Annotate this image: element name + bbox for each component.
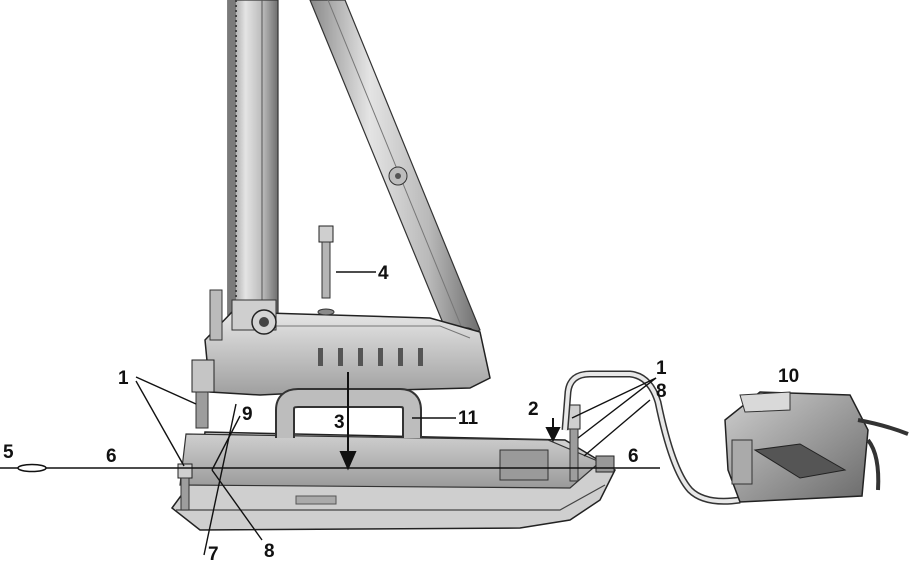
callout-1-right: 1 xyxy=(656,358,667,379)
callout-10: 10 xyxy=(778,366,799,387)
callout-4: 4 xyxy=(378,263,389,284)
callout-8-bottom: 8 xyxy=(264,541,275,562)
stand-foot xyxy=(191,289,491,429)
leader-lines xyxy=(135,271,657,556)
callout-9: 9 xyxy=(242,404,253,425)
callout-7: 7 xyxy=(208,544,219,565)
callout-5: 5 xyxy=(3,442,14,463)
hex-bolt xyxy=(317,225,335,316)
callout-labels: 1 1 2 3 4 5 6 6 7 8 8 9 10 11 xyxy=(3,263,799,565)
callout-8-right: 8 xyxy=(656,381,667,402)
callout-6-left: 6 xyxy=(106,446,117,467)
callout-3: 3 xyxy=(334,412,345,433)
stand-foot-ribs xyxy=(318,348,423,366)
vacuum-pump xyxy=(724,391,909,503)
callout-2: 2 xyxy=(528,399,539,420)
lowering-arrow xyxy=(339,372,357,471)
callout-11: 11 xyxy=(458,408,479,429)
insert-arrow xyxy=(545,418,561,443)
level-line xyxy=(0,463,660,473)
base-plate xyxy=(170,431,616,531)
drill-column xyxy=(227,0,279,331)
callout-6-right: 6 xyxy=(628,446,639,467)
support-strut xyxy=(309,0,481,353)
callout-1-left: 1 xyxy=(118,368,129,389)
